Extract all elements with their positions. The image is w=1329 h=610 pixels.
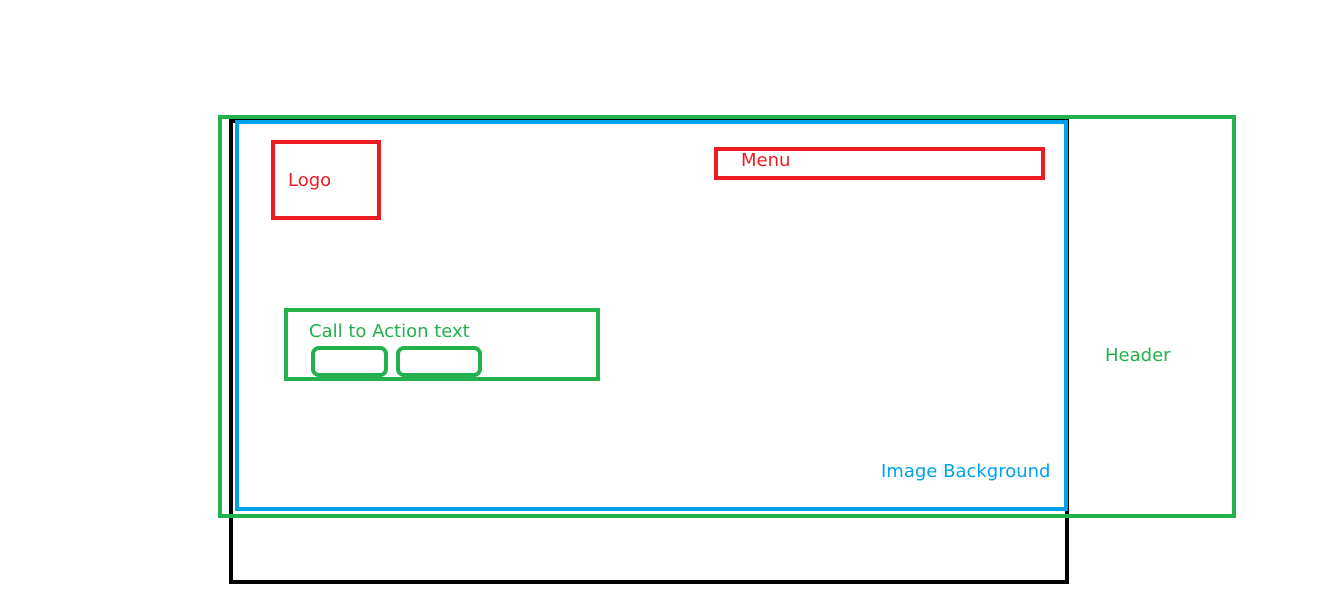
logo-label: Logo — [288, 170, 332, 191]
image-background-label: Image Background — [881, 461, 1051, 482]
cta-button-placeholder-1 — [311, 346, 388, 377]
call-to-action-region — [284, 308, 600, 381]
cta-text-label: Call to Action text — [309, 321, 470, 342]
menu-placeholder — [714, 147, 1045, 180]
header-label: Header — [1105, 345, 1171, 366]
logo-placeholder — [271, 140, 381, 220]
menu-label: Menu — [741, 150, 791, 171]
cta-button-placeholder-2 — [396, 346, 482, 377]
header-region — [218, 115, 1236, 518]
image-background-region — [235, 120, 1068, 511]
